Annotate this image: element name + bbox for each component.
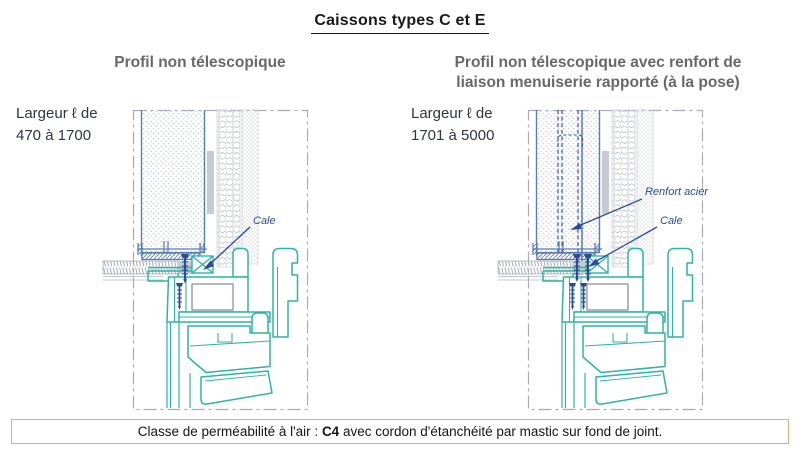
- caisson-wall-layers: [535, 109, 654, 268]
- width-label-right: Largeur ℓ de 1701 à 5000: [411, 105, 495, 144]
- window-frame-profile: [147, 247, 299, 408]
- gray-liner-strip: [207, 151, 214, 214]
- glazing-bead: [200, 370, 273, 405]
- cale-label: Cale: [253, 215, 276, 227]
- steel-insert: [586, 283, 629, 311]
- window-frame-profile: [542, 247, 694, 408]
- cale-annotation: Cale: [588, 215, 683, 267]
- cale-annotation: Cale: [203, 215, 276, 270]
- renfort-annotation: Renfort acier: [570, 186, 709, 230]
- diagram-frame: [132, 109, 309, 411]
- note-prefix: Classe de perméabilité à l'air :: [137, 424, 322, 439]
- steel-insert: [191, 283, 234, 311]
- glazing-bead: [595, 370, 668, 405]
- subtitle-right: Profil non télescopique avec renfort de …: [454, 54, 742, 92]
- right-diagram: Renfort acier Cale: [497, 109, 709, 411]
- render-layer: [241, 109, 259, 265]
- sash-profile: [582, 325, 666, 374]
- width-label-left: Largeur ℓ de 470 à 1700: [16, 105, 98, 144]
- note-suffix: avec cordon d'étanchéité par mastic sur …: [339, 424, 663, 439]
- cale-arrow: [592, 226, 658, 264]
- outer-cover-profile: [667, 247, 694, 338]
- renfort-label: Renfort acier: [645, 186, 709, 198]
- sash-profile: [187, 325, 271, 374]
- render-layer: [636, 109, 654, 265]
- subtitle-left: Profil non télescopique: [114, 54, 286, 71]
- insulation-hex-layer: [611, 109, 636, 268]
- left-diagram: Cale: [102, 109, 309, 411]
- gray-liner-strip: [602, 151, 609, 214]
- caisson-bottom-profile: [532, 241, 602, 261]
- caisson-bottom-profile: [137, 241, 207, 261]
- insulation-hex-layer: [216, 109, 241, 268]
- caisson-wall-layers: [140, 109, 259, 268]
- fixing-screws: [569, 254, 592, 310]
- cale-arrow: [207, 226, 251, 267]
- cale-arrowhead: [588, 258, 600, 267]
- cale-label: Cale: [660, 215, 683, 227]
- note-class-value: C4: [321, 424, 340, 439]
- page-title: Caissons types C et E: [311, 12, 489, 34]
- renfort-arrowhead: [570, 223, 582, 230]
- outer-cover-profile: [272, 247, 299, 338]
- renfort-arrow: [575, 198, 643, 228]
- permeability-note: Classe de perméabilité à l'air : C4 avec…: [11, 419, 789, 444]
- diagram-frame: [527, 109, 704, 411]
- cale-arrowhead: [203, 260, 214, 270]
- permeability-note-text: Classe de perméabilité à l'air : C4 avec…: [138, 424, 662, 439]
- fixing-screws: [176, 254, 189, 310]
